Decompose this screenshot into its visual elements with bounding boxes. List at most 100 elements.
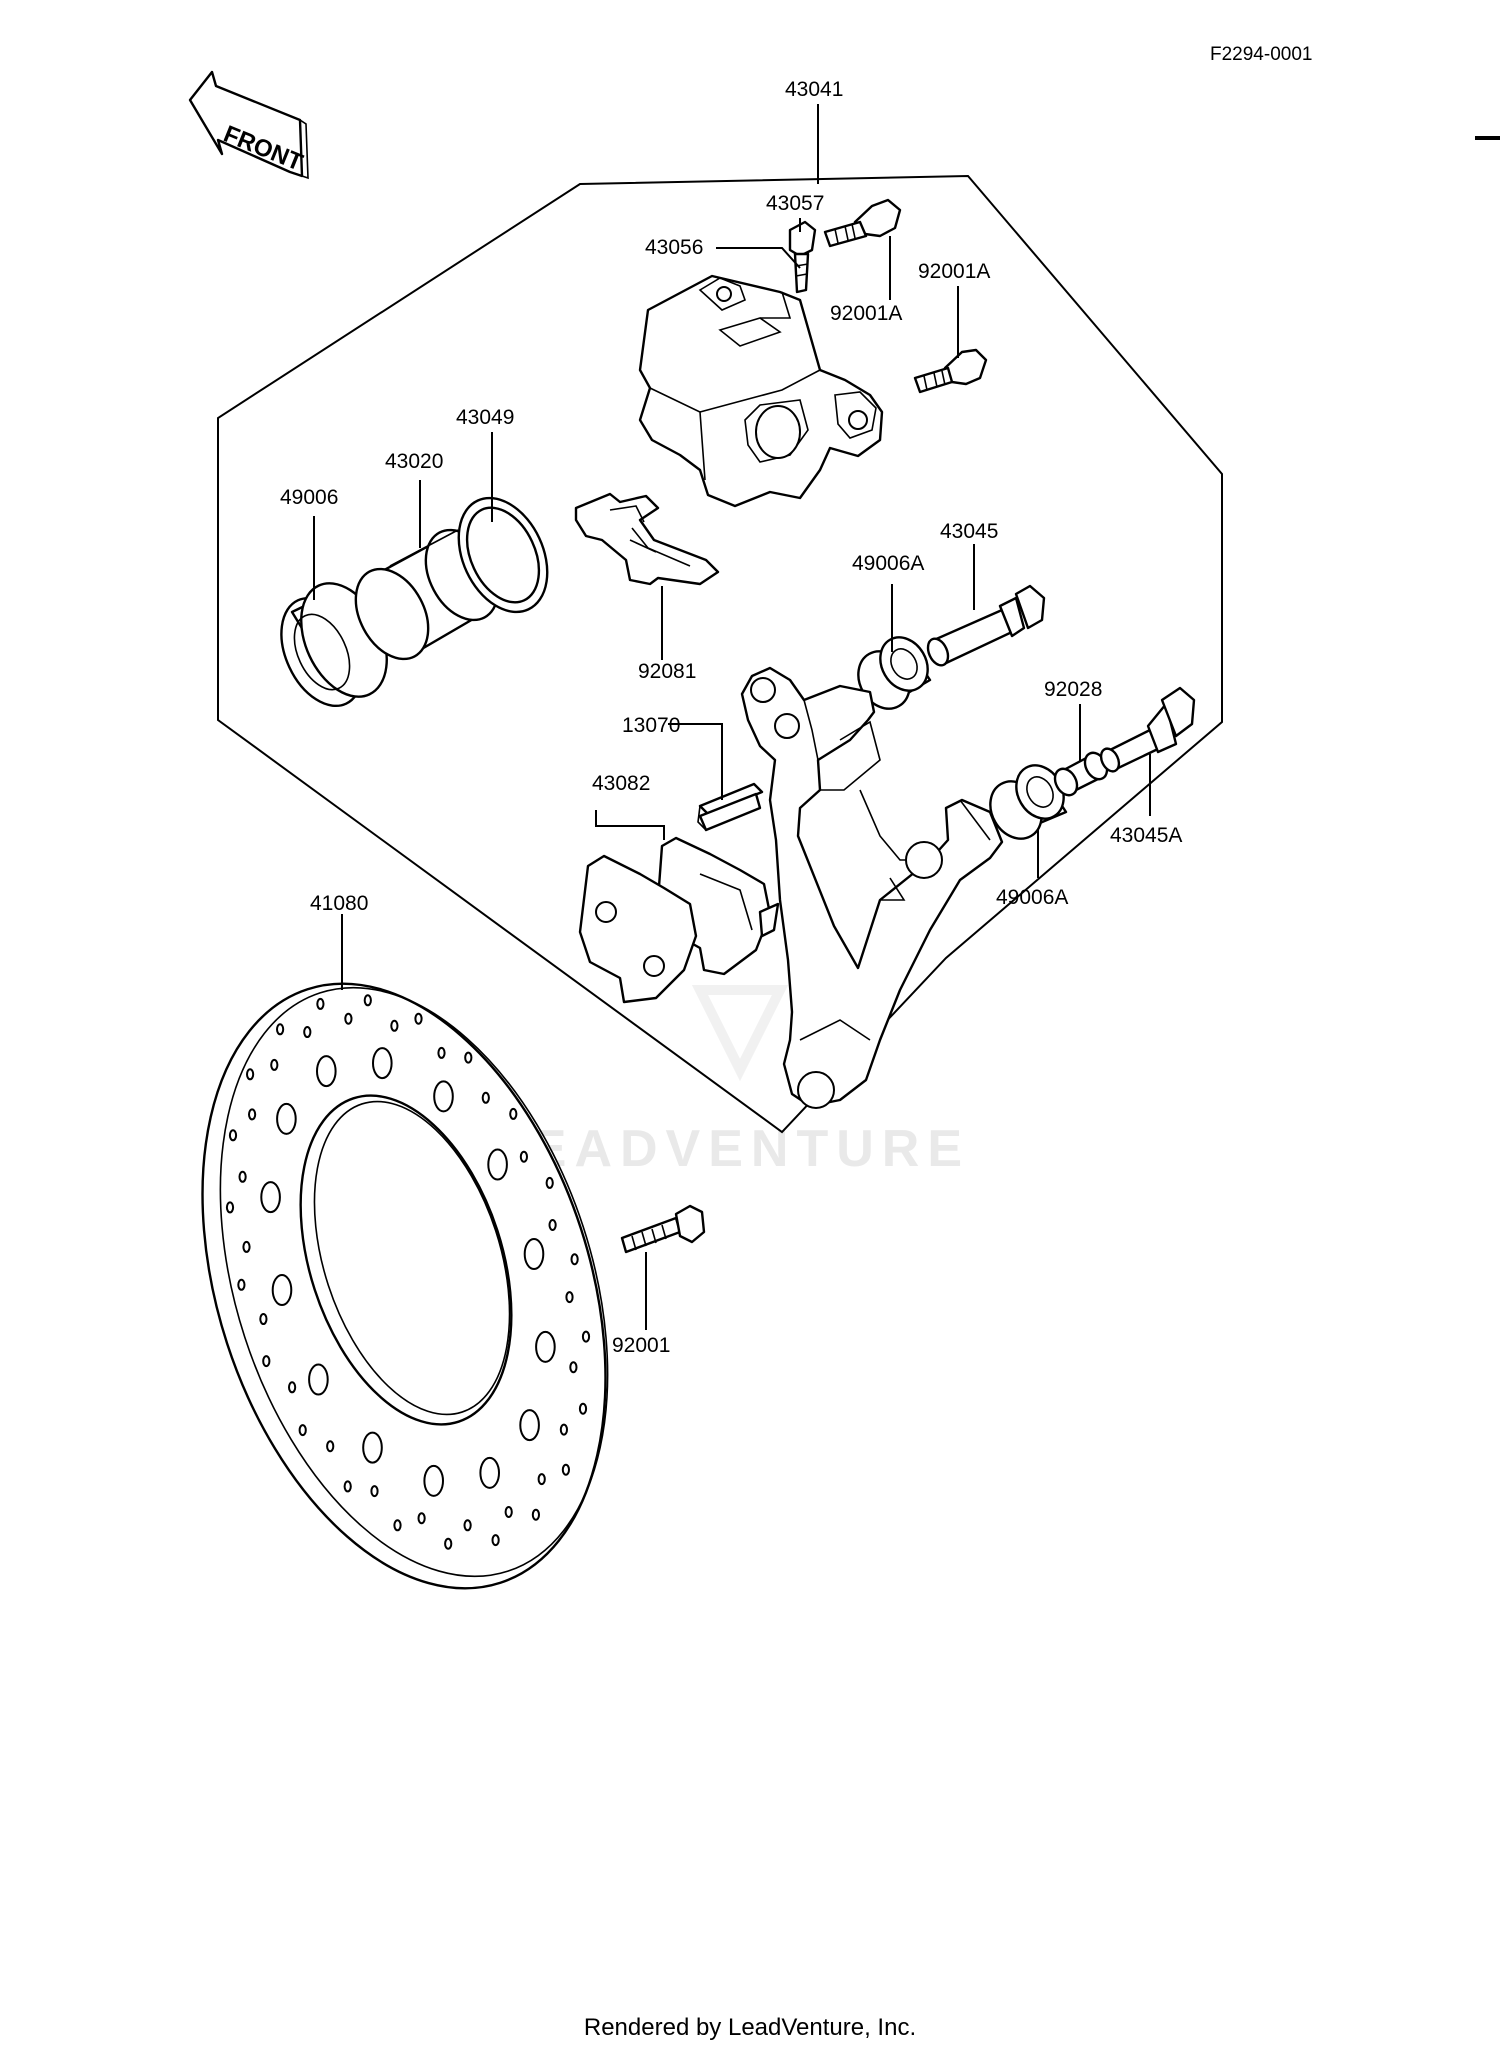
- disc-hole: [561, 1463, 571, 1476]
- disc-hole: [344, 1012, 353, 1025]
- slide-pin-43045A: [1099, 686, 1196, 773]
- bolt-92001A-right: [913, 348, 988, 394]
- disc-hole: [262, 1355, 271, 1368]
- disc-hole: [519, 1150, 529, 1163]
- watermark-logo: [691, 985, 789, 1082]
- disc-hole: [225, 1201, 235, 1214]
- disc-hole: [363, 994, 372, 1007]
- label-43057: 43057: [766, 192, 824, 215]
- disc-hole: [316, 997, 325, 1010]
- disc-hole: [491, 1534, 500, 1547]
- disc-hole: [504, 1506, 513, 1518]
- disc-hole: [238, 1170, 247, 1183]
- label-43041: 43041: [785, 78, 843, 101]
- disc-hole: [437, 1046, 446, 1059]
- disc-hole: [464, 1051, 473, 1064]
- label-49006: 49006: [280, 486, 338, 509]
- disc-bolt: [620, 1204, 706, 1254]
- label-43049: 43049: [456, 406, 514, 429]
- seal-ring: [457, 496, 549, 614]
- label-43020: 43020: [385, 450, 443, 473]
- disc-hole: [298, 1424, 307, 1437]
- disc-hole: [362, 1431, 383, 1464]
- label-41080: 41080: [310, 892, 368, 915]
- label-13070: 13070: [622, 714, 680, 737]
- disc-hole: [537, 1473, 546, 1486]
- pad-spring: [574, 492, 720, 586]
- assembly-frame: [217, 174, 1223, 1134]
- label-43082: 43082: [592, 772, 650, 795]
- disc-hole: [479, 1456, 501, 1489]
- label-92001A-top: 92001A: [918, 260, 990, 283]
- label-43045A: 43045A: [1110, 824, 1182, 847]
- disc-hole: [343, 1480, 352, 1493]
- disc-hole: [417, 1512, 426, 1525]
- disc-hole: [548, 1219, 557, 1231]
- disc-holes: [225, 994, 591, 1550]
- disc-hole: [433, 1080, 454, 1113]
- disc-hole: [260, 1181, 281, 1214]
- label-49006A-bottom: 49006A: [996, 886, 1068, 909]
- disc-hole: [259, 1313, 268, 1325]
- disc-hole: [565, 1291, 574, 1304]
- disc-hole: [535, 1330, 556, 1363]
- disc-hole: [578, 1402, 588, 1415]
- disc-hole: [414, 1012, 423, 1025]
- disc-hole: [423, 1464, 445, 1497]
- caliper-bracket: [740, 666, 1004, 1109]
- disc-hole: [370, 1485, 379, 1498]
- pad-pin-clip: [697, 782, 764, 832]
- label-92028: 92028: [1044, 678, 1102, 701]
- disc-hole: [308, 1363, 329, 1396]
- footer-credit: Rendered by LeadVenture, Inc.: [583, 2014, 917, 2041]
- disc-hole: [523, 1238, 545, 1270]
- leader-lines: [313, 104, 1151, 1330]
- figure-id: F2294-0001: [1210, 44, 1312, 65]
- disc-hole: [559, 1423, 569, 1436]
- front-arrow-icon: FRONT: [188, 70, 309, 180]
- bleeder-valve: [788, 220, 817, 294]
- disc-hole: [531, 1508, 541, 1521]
- label-43045: 43045: [940, 520, 998, 543]
- boot-49006A-bottom: [989, 764, 1068, 840]
- disc-hole: [276, 1102, 297, 1135]
- disc-hole: [248, 1108, 257, 1121]
- label-49006A-top: 49006A: [852, 552, 924, 575]
- brake-pads: [578, 836, 780, 1004]
- disc-hole: [246, 1068, 255, 1081]
- disc-hole: [288, 1381, 297, 1394]
- disc-hole: [326, 1440, 335, 1453]
- disc-hole: [237, 1278, 246, 1291]
- disc-hole: [481, 1091, 490, 1104]
- disc-hole: [276, 1023, 285, 1036]
- label-92001A-upper: 92001A: [830, 302, 902, 325]
- label-92081: 92081: [638, 660, 696, 683]
- piston-seal: [280, 582, 388, 708]
- disc-hole: [390, 1019, 399, 1032]
- label-43056: 43056: [645, 236, 703, 259]
- disc-hole: [271, 1274, 293, 1306]
- disc-hole: [545, 1176, 554, 1189]
- caliper-body: [638, 274, 884, 508]
- disc-hole: [316, 1055, 337, 1088]
- disc-hole: [509, 1107, 518, 1120]
- disc-hole: [444, 1537, 453, 1550]
- slide-pin-43045: [926, 584, 1046, 667]
- disc-hole: [228, 1129, 238, 1142]
- disc-hole: [569, 1361, 578, 1374]
- bolt-92001A-top: [823, 198, 902, 248]
- label-92001: 92001: [612, 1334, 670, 1357]
- brake-disc: [201, 982, 609, 1590]
- disc-hole: [519, 1409, 540, 1442]
- disc-hole: [372, 1047, 393, 1080]
- disc-hole: [581, 1330, 591, 1343]
- disc-hole: [270, 1058, 279, 1071]
- disc-hole: [242, 1240, 251, 1253]
- disc-hole: [303, 1026, 312, 1038]
- disc-hole: [570, 1253, 579, 1266]
- disc-hole: [393, 1519, 402, 1532]
- disc-hole: [487, 1148, 508, 1181]
- disc-hole: [463, 1519, 472, 1532]
- watermark: LEADVENTURE: [492, 1120, 970, 1178]
